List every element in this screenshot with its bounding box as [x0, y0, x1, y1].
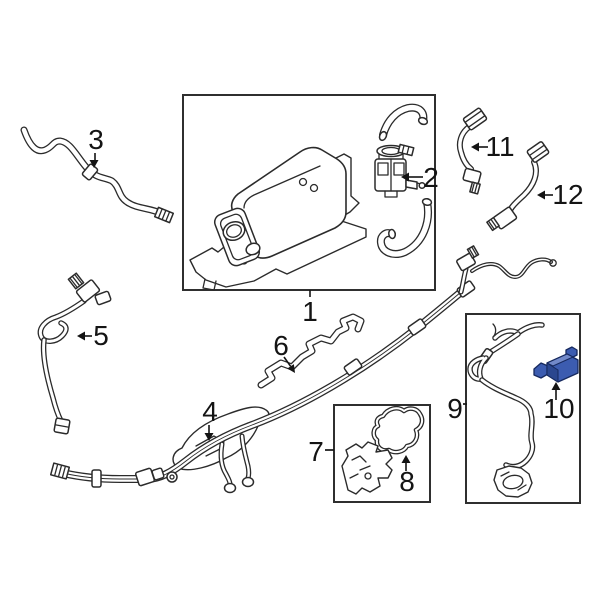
- part-3-hose: [20, 126, 175, 224]
- part-11-sensor-pigtail: [456, 107, 488, 195]
- callout-4: 4: [202, 396, 218, 441]
- part-8-seal: [371, 405, 425, 455]
- part-6-tube: [257, 313, 365, 389]
- part-1-canister-assembly: [182, 94, 436, 291]
- callout-5: 5: [77, 320, 109, 351]
- callout-11: 11: [471, 131, 515, 162]
- callout-12: 12: [537, 179, 584, 210]
- callout-4-label: 4: [202, 396, 218, 427]
- callout-7: 7: [308, 436, 334, 467]
- callout-1-label: 1: [302, 296, 318, 327]
- callouts: 1 2 3 4 5 6 7: [77, 124, 584, 497]
- callout-1: 1: [302, 290, 318, 327]
- callout-3-label: 3: [88, 124, 104, 155]
- part-5-tube-with-sensor: [37, 272, 112, 435]
- part-2-valve: [374, 103, 433, 258]
- callout-box-1: [182, 94, 436, 291]
- callout-8-label: 8: [399, 466, 415, 497]
- callout-5-label: 5: [93, 320, 109, 351]
- callout-10: 10: [543, 382, 575, 424]
- part-7-8-box: [333, 404, 431, 503]
- callout-9-label: 9: [447, 393, 463, 424]
- callout-11-label: 11: [485, 131, 514, 162]
- callout-6-label: 6: [273, 330, 289, 361]
- callout-2: 2: [401, 162, 439, 193]
- part-10-valve-highlighted: [533, 346, 579, 383]
- part-4-tube-harness: [49, 245, 557, 494]
- callout-3: 3: [88, 124, 104, 168]
- callout-12-label: 12: [552, 179, 583, 210]
- callout-7-label: 7: [308, 436, 324, 467]
- callout-9: 9: [447, 393, 467, 424]
- part-12-sensor-pigtail: [486, 141, 550, 232]
- callout-8: 8: [399, 455, 415, 497]
- callout-6: 6: [273, 330, 295, 373]
- part-9-hose-assembly: [465, 313, 581, 504]
- callout-2-label: 2: [423, 162, 439, 193]
- callout-box-9-10: [465, 313, 581, 504]
- callout-box-7-8: [333, 404, 431, 503]
- part-7-bracket: [341, 441, 393, 495]
- callout-10-label: 10: [543, 393, 574, 424]
